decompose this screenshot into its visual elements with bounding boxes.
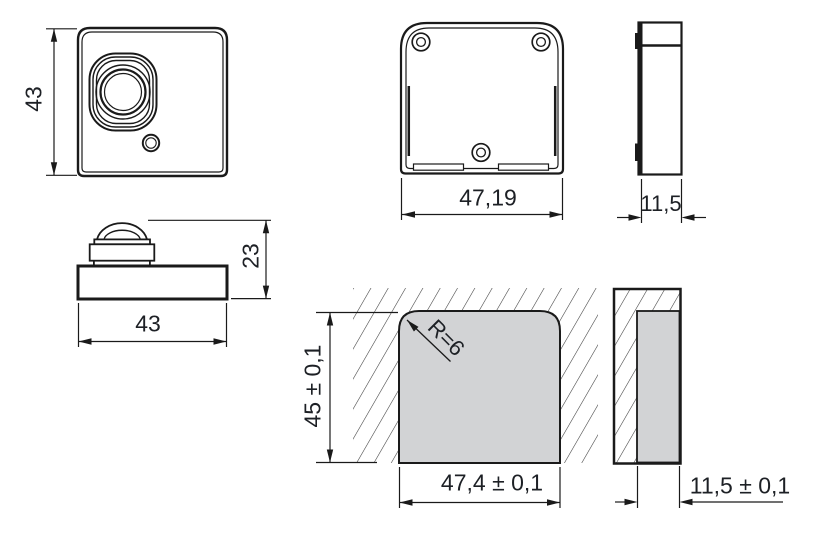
arrow-left (399, 499, 413, 506)
arrow-left (679, 498, 693, 506)
side-tab-top (635, 33, 639, 49)
arrow-left (681, 214, 695, 221)
screw-hole-bottom (471, 142, 491, 163)
radius-leader-arrow (407, 320, 419, 332)
arrow-right (624, 498, 638, 506)
dim-cutout-height (316, 311, 398, 464)
lens-ring (95, 64, 151, 120)
back-inner-outline (405, 27, 559, 170)
back-outline (399, 21, 565, 175)
cutout-height-label: 45 ± 0,1 (299, 344, 326, 428)
cutout-side-view (612, 287, 682, 465)
dim-profile-width (77, 303, 228, 347)
arrow-right (547, 499, 560, 506)
lens-barrel (88, 243, 156, 262)
front-height-label: 43 (20, 86, 47, 112)
dim-back-width (400, 178, 564, 220)
front-outline (76, 26, 229, 178)
arrow-left (78, 338, 92, 345)
profile-body (76, 264, 229, 301)
dim-side-depth (617, 179, 706, 223)
cutout-width-label: 47,4 ± 0,1 (440, 469, 544, 496)
screw-hole-top-right-inner (535, 36, 547, 48)
side-depth-label: 11,5 (640, 191, 682, 216)
arrow-up (326, 312, 334, 326)
cutout-opening (398, 310, 561, 464)
back-width-label: 47,19 (459, 184, 517, 211)
screw-hole-top-left (411, 32, 431, 52)
side-tab-bottom (635, 143, 639, 161)
bottom-slot-right (497, 163, 550, 171)
screw-hole-top-left-inner (415, 36, 427, 48)
dim-front-height (46, 28, 77, 176)
front-inner-outline (81, 31, 224, 173)
dim-profile-height (148, 219, 271, 300)
dome-lens-inner (103, 229, 141, 240)
lens-aperture-outer (99, 68, 147, 116)
lens-aperture-inner (103, 72, 143, 112)
cutout-front-view (353, 288, 598, 464)
arrow-down (262, 285, 270, 299)
arrow-right (628, 214, 642, 221)
dim-cutout-depth (615, 466, 783, 508)
back-view (399, 21, 565, 175)
led-indicator-outer (141, 133, 161, 153)
arrow-right (213, 338, 227, 345)
side-back-plate (638, 22, 643, 175)
front-view (76, 26, 229, 178)
screw-hole-top-right (531, 32, 551, 52)
led-indicator-inner (145, 137, 157, 149)
dim-cutout-width (398, 467, 561, 508)
screw-hole-bottom-inner (475, 147, 487, 158)
side-view (635, 21, 683, 176)
cutout-depth-area (636, 310, 681, 464)
lens-bezel-ring-2 (92, 56, 154, 128)
arrow-left (402, 211, 415, 218)
arrow-right (549, 211, 563, 218)
arrow-up (50, 28, 58, 42)
cutout-depth-label: 11,5 ± 0,1 (689, 472, 791, 499)
profile-width-label: 43 (135, 310, 161, 337)
profile-view (76, 222, 229, 301)
bottom-slot-left (412, 163, 465, 171)
profile-height-label: 23 (237, 243, 264, 269)
arrow-up (262, 220, 270, 234)
arrow-down (326, 449, 334, 463)
lens-bezel-ring-1 (88, 52, 158, 132)
dome-lens-outer (96, 222, 148, 240)
arrow-down (50, 162, 58, 176)
